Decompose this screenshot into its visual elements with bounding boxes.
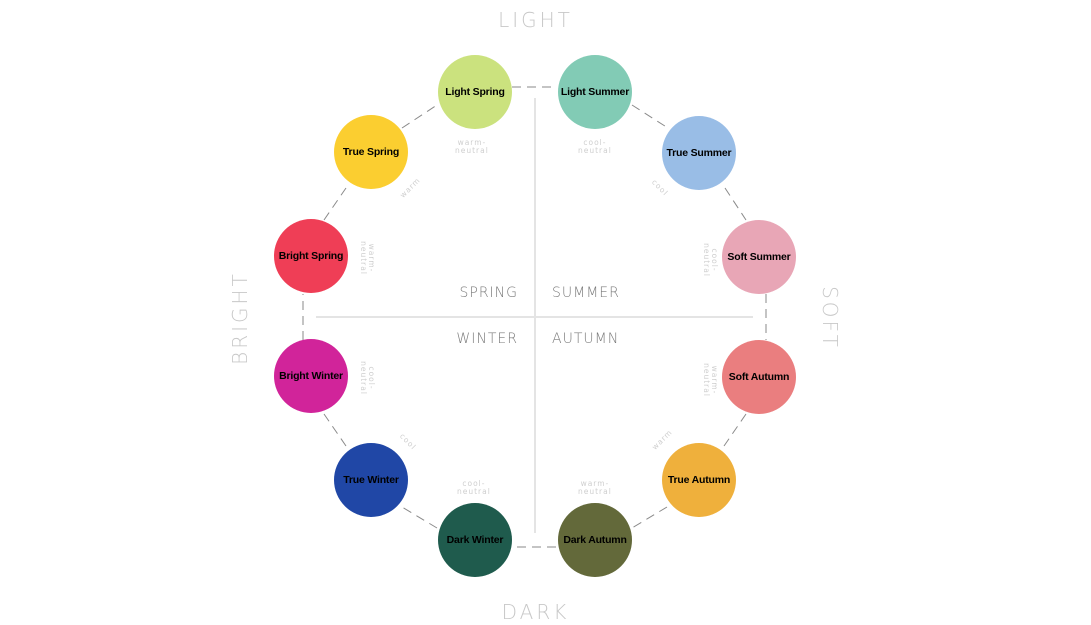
season-soft-autumn[interactable]: Soft Autumn — [722, 340, 796, 414]
season-true-winter[interactable]: True Winter — [334, 443, 408, 517]
temp-label-soft-summer: cool- neutral — [701, 243, 719, 277]
axis-label-light: LIGHT — [498, 8, 573, 32]
season-dark-winter[interactable]: Dark Winter — [438, 503, 512, 577]
quadrant-label-summer: SUMMER — [552, 285, 620, 301]
season-label: Light Spring — [445, 86, 505, 98]
temp-label-light-summer: cool- neutral — [578, 138, 612, 155]
axis-label-soft: SOFT — [818, 286, 842, 350]
horizontal-divider — [316, 316, 753, 318]
quadrant-label-winter: WINTER — [456, 331, 518, 347]
season-bright-winter[interactable]: Bright Winter — [274, 339, 348, 413]
season-label: Soft Autumn — [728, 371, 790, 383]
season-bright-spring[interactable]: Bright Spring — [274, 219, 348, 293]
season-label: Dark Autumn — [563, 534, 627, 546]
temp-label-dark-autumn: warm- neutral — [578, 479, 612, 496]
vertical-divider — [534, 98, 536, 533]
season-label: True Spring — [342, 146, 400, 158]
temp-label-bright-spring: warm- neutral — [358, 241, 376, 275]
quadrant-label-autumn: AUTUMN — [552, 331, 620, 347]
season-label: Soft Summer — [727, 251, 791, 263]
season-label: Bright Winter — [279, 370, 343, 382]
season-label: Light Summer — [560, 86, 630, 98]
season-label: True Summer — [666, 147, 732, 159]
temp-label-bright-winter: cool- neutral — [358, 361, 376, 395]
axis-label-bright: BRIGHT — [228, 271, 252, 365]
season-label: Bright Spring — [278, 250, 344, 262]
season-label: True Autumn — [667, 474, 731, 486]
season-label: True Winter — [343, 474, 399, 486]
temp-label-light-spring: warm- neutral — [455, 138, 489, 155]
season-dark-autumn[interactable]: Dark Autumn — [558, 503, 632, 577]
season-true-autumn[interactable]: True Autumn — [662, 443, 736, 517]
season-true-summer[interactable]: True Summer — [662, 116, 736, 190]
temp-label-soft-autumn: warm- neutral — [701, 363, 719, 397]
season-label: Dark Winter — [446, 534, 504, 546]
season-light-spring[interactable]: Light Spring — [438, 55, 512, 129]
quadrant-label-spring: SPRING — [459, 285, 518, 301]
temp-label-dark-winter: cool- neutral — [457, 479, 491, 496]
season-soft-summer[interactable]: Soft Summer — [722, 220, 796, 294]
season-true-spring[interactable]: True Spring — [334, 115, 408, 189]
season-light-summer[interactable]: Light Summer — [558, 55, 632, 129]
axis-label-dark: DARK — [501, 600, 570, 624]
